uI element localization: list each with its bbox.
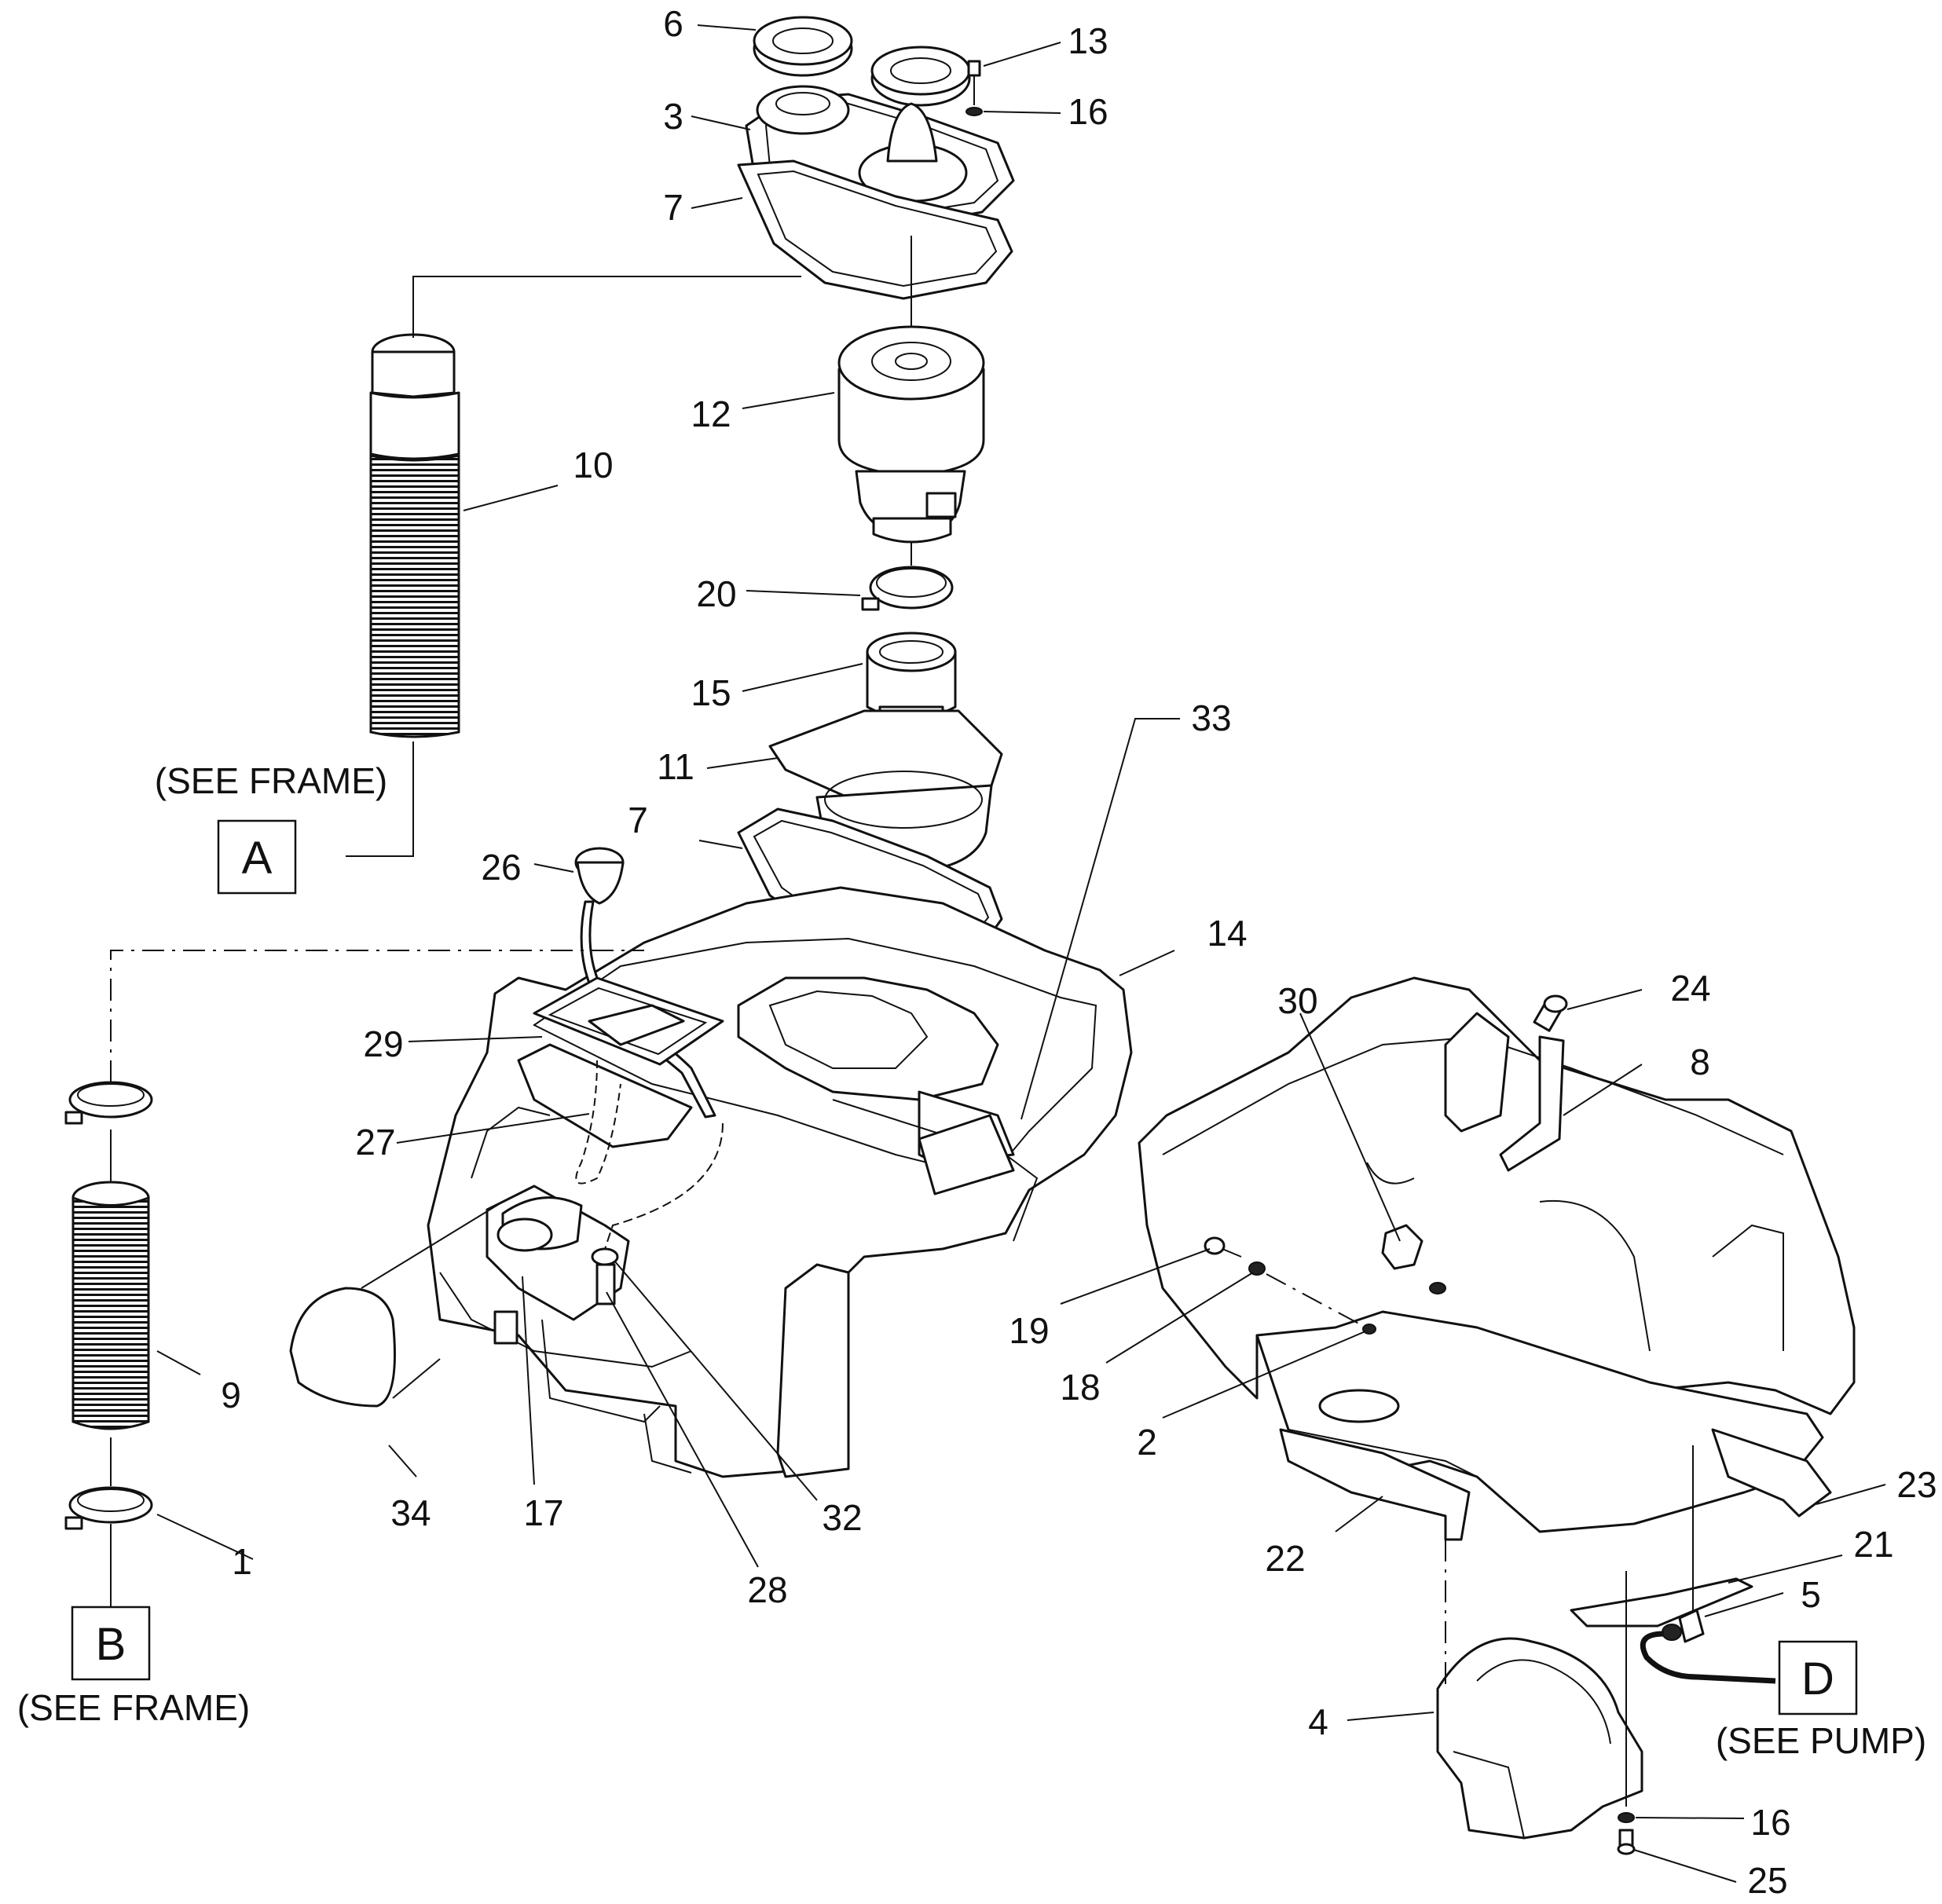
callout-23: 23 [1896,1464,1937,1505]
vacuum-hose-part-10 [369,333,460,738]
ref-line-a-bottom [346,741,414,857]
callout-25: 25 [1747,1860,1787,1901]
hose-part-9 [71,1181,150,1430]
callout-8: 8 [1690,1042,1710,1082]
callout-7: 7 [663,187,683,228]
callout-28: 28 [747,1569,787,1610]
base-shroud-part-8 [1138,976,1856,1415]
callout-17: 17 [523,1492,563,1533]
internal-hose-dashed [604,1122,724,1250]
pump-hose-part-5 [1640,1609,1776,1684]
callout-1: 1 [232,1541,252,1582]
ref-line-b [110,950,644,1082]
callout-11: 11 [657,746,694,787]
cover-seal-part-6b [870,46,971,107]
callout-22: 22 [1265,1538,1305,1579]
callout-26: 26 [481,847,521,888]
motor-cover-part-3 [745,85,1015,229]
callout-leaders [156,24,1886,1883]
vacuum-motor-part-12 [837,325,985,544]
ref-box-a: A [217,819,297,895]
callout-19: 19 [1009,1310,1049,1351]
callout-34: 34 [390,1492,431,1533]
callout-32: 32 [822,1497,862,1538]
tank-pocket-part-27 [517,1043,693,1185]
hose-clamp-part-1-top [64,1081,153,1125]
callout-numbers: 6 3 7 13 16 10 12 20 15 11 7 33 14 26 29… [221,3,1937,1901]
washer-part-16-bottom [1618,1812,1635,1823]
level-sight-part-34 [289,1287,396,1408]
callout-15: 15 [691,672,731,713]
screw-part-13 [967,60,981,105]
callout-6: 6 [663,3,683,44]
callout-20: 20 [696,573,736,614]
callout-18: 18 [1060,1367,1100,1408]
ref-note-a: (SEE FRAME) [155,760,387,801]
ref-line-a-top [412,276,801,338]
fitting-part-24 [1533,994,1568,1032]
ref-box-b: B [71,1606,151,1681]
plate-part-21 [1570,1577,1753,1628]
recovery-tank-part-14 [427,886,1133,1478]
callout-29: 29 [363,1023,403,1064]
callout-2: 2 [1137,1422,1157,1463]
ref-letter-a: A [242,833,273,884]
drain-cap-part-29 [533,976,724,1066]
callout-14: 14 [1207,913,1247,954]
washer-part-16-top [966,107,983,116]
bolt-assembly-line [1266,1273,1364,1327]
ref-note-d: (SEE PUMP) [1716,1720,1926,1761]
ref-box-d: D [1778,1640,1858,1715]
clamp-part-20 [861,566,954,611]
tank-plug-part-32 [493,1310,518,1345]
callout-16-lower: 16 [1750,1802,1790,1843]
latch-part-30 [1381,1224,1446,1294]
callout-7-lower: 7 [628,800,648,840]
callout-24: 24 [1670,968,1710,1009]
gasket-part-7-top [737,159,1013,300]
ref-note-b: (SEE FRAME) [17,1687,250,1728]
cover-part-4 [1436,1637,1643,1840]
ref-letter-d: D [1801,1653,1834,1704]
bracket-part-23 [1711,1428,1832,1518]
washer-part-18 [1248,1261,1266,1276]
callout-4: 4 [1308,1701,1328,1742]
callout-3: 3 [663,96,683,137]
callout-9: 9 [221,1375,241,1415]
hose-clamp-part-1 [64,1486,153,1530]
callout-16: 16 [1068,91,1108,132]
fitting-part-28-32 [591,1247,619,1305]
screw-part-25 [1617,1829,1636,1855]
nut-part-2 [1362,1324,1376,1335]
callout-5: 5 [1801,1574,1821,1615]
base-pan-part-22 [1255,1310,1824,1533]
callout-30: 30 [1277,980,1317,1021]
cover-seal-part-6 [753,16,853,77]
callout-10: 10 [573,445,613,485]
ref-letter-b: B [96,1619,126,1670]
callout-21: 21 [1853,1524,1893,1565]
callout-13: 13 [1068,20,1108,61]
callout-12: 12 [691,394,731,434]
callout-27: 27 [355,1122,395,1163]
callout-33: 33 [1191,698,1231,738]
tank-label-part-33 [918,1114,1015,1195]
